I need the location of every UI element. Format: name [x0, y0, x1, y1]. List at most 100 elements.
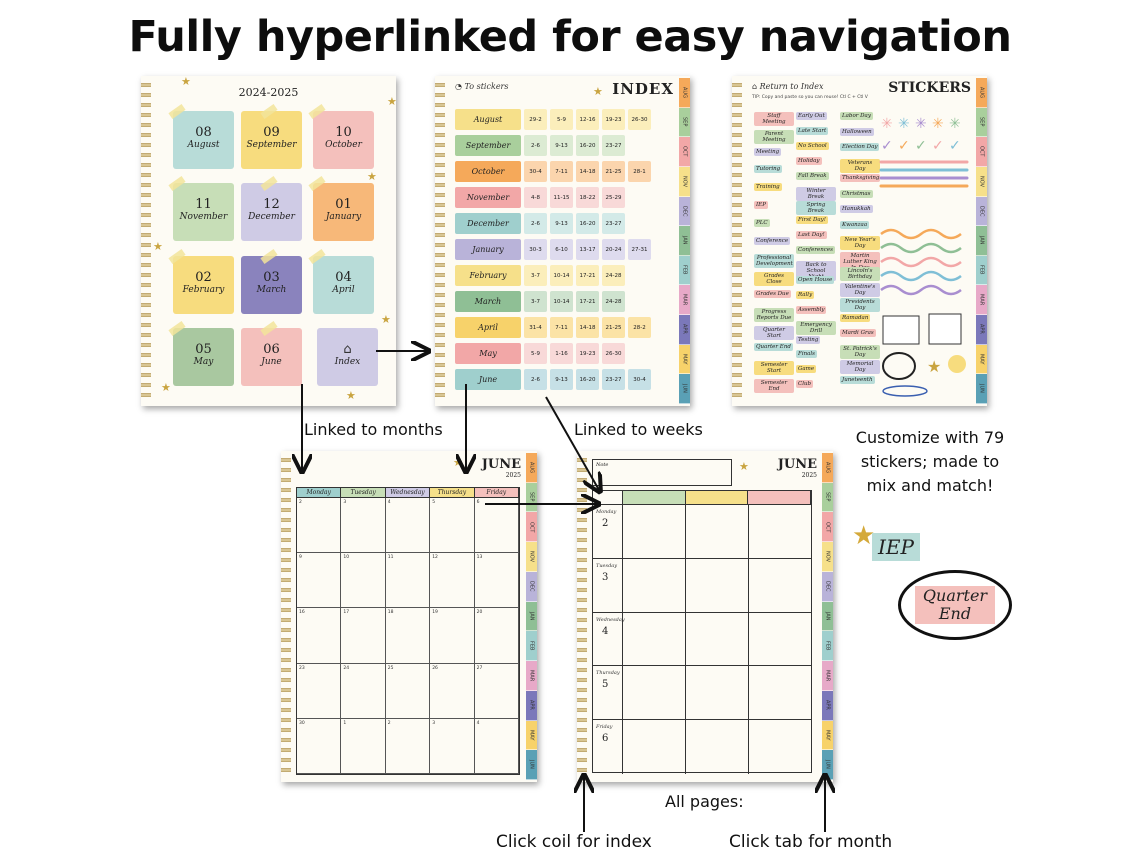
tab-mar[interactable]: MAR: [822, 661, 833, 691]
sticker[interactable]: Emergency Drill: [796, 320, 836, 335]
sticker[interactable]: Game: [796, 365, 817, 374]
tab-aug[interactable]: AUG: [679, 78, 690, 108]
month-link-may[interactable]: May: [455, 343, 521, 364]
return-to-index-link[interactable]: ⌂ Return to Index: [752, 82, 824, 91]
to-stickers-link[interactable]: ◔ To stickers: [455, 82, 509, 91]
tab-apr[interactable]: APR: [526, 690, 537, 721]
week-link[interactable]: 5-9: [524, 343, 547, 364]
sticker[interactable]: Mardi Gras: [840, 329, 876, 337]
week-link[interactable]: 14-18: [576, 317, 599, 338]
calendar-cell[interactable]: 17: [341, 608, 386, 664]
month-link-february[interactable]: February: [455, 265, 521, 286]
week-link[interactable]: 10-14: [550, 291, 573, 312]
calendar-cell[interactable]: 30: [297, 718, 342, 774]
sticker[interactable]: Semester Start: [754, 361, 794, 376]
sticker[interactable]: Open House: [796, 275, 835, 284]
week-link[interactable]: 10-14: [550, 265, 573, 286]
month-link-december[interactable]: December: [455, 213, 521, 234]
calendar-cell[interactable]: 2: [385, 718, 431, 774]
tab-oct[interactable]: OCT: [822, 512, 833, 543]
calendar-cell[interactable]: 16: [297, 608, 342, 664]
week-link[interactable]: 30-3: [524, 239, 547, 260]
sticker[interactable]: Hanukkah: [840, 205, 873, 213]
calendar-cell[interactable]: 6: [474, 498, 519, 554]
sticker[interactable]: Tutoring: [754, 165, 783, 174]
week-link[interactable]: 11-15: [550, 187, 573, 208]
sticker[interactable]: Progress Reports Due: [754, 307, 794, 322]
week-link[interactable]: 26-30: [628, 109, 651, 130]
tab-sep[interactable]: SEP: [976, 107, 987, 138]
week-link[interactable]: 27-31: [628, 239, 651, 260]
tab-apr[interactable]: APR: [976, 315, 987, 345]
sticker[interactable]: Meeting: [754, 147, 782, 156]
week-link[interactable]: 19-23: [576, 343, 599, 364]
sticker[interactable]: Election Day: [840, 143, 880, 151]
stickers-page[interactable]: ⌂ Return to Index TIP: Copy and paste so…: [732, 76, 987, 406]
week-link[interactable]: 12-16: [576, 109, 599, 130]
tab-oct[interactable]: OCT: [526, 512, 537, 543]
tab-nov[interactable]: NOV: [822, 542, 833, 572]
tab-may[interactable]: MAY: [822, 720, 833, 751]
sticker[interactable]: Presidents Day: [840, 298, 880, 312]
week-link[interactable]: 2-6: [524, 213, 547, 234]
sticker[interactable]: Professional Development: [754, 254, 794, 269]
week-link[interactable]: 28-2: [628, 317, 651, 338]
tab-apr[interactable]: APR: [822, 690, 833, 721]
calendar-cell[interactable]: 2: [297, 498, 342, 554]
plan-cell[interactable]: [623, 666, 686, 720]
sticker[interactable]: Training: [754, 183, 782, 192]
week-link[interactable]: 13-17: [576, 239, 599, 260]
sticker[interactable]: New Year's Day: [840, 236, 880, 250]
week-link[interactable]: 23-27: [602, 135, 625, 156]
week-link[interactable]: 16-20: [576, 135, 599, 156]
tab-aug[interactable]: AUG: [526, 453, 537, 483]
calendar-cell[interactable]: 1: [341, 718, 386, 774]
calendar-cell[interactable]: 10: [341, 553, 386, 609]
tab-oct[interactable]: OCT: [679, 137, 690, 167]
sticker[interactable]: Late Start: [796, 126, 829, 135]
tab-feb[interactable]: FEB: [679, 255, 690, 286]
week-link[interactable]: 2-6: [524, 135, 547, 156]
tab-dec[interactable]: DEC: [526, 571, 537, 602]
calendar-cell[interactable]: 5: [430, 498, 475, 554]
sticker[interactable]: Last Day!: [796, 231, 827, 240]
month-link-october[interactable]: October: [455, 161, 521, 182]
calendar-cell[interactable]: 9: [297, 553, 342, 609]
plan-cell[interactable]: [623, 720, 686, 774]
week-link[interactable]: 24-28: [602, 265, 625, 286]
sticker[interactable]: Conferences: [796, 246, 835, 255]
week-link[interactable]: 17-21: [576, 291, 599, 312]
plan-cell[interactable]: [686, 558, 749, 612]
tab-dec[interactable]: DEC: [679, 196, 690, 227]
sticker[interactable]: Thanksgiving: [840, 174, 880, 182]
sticker[interactable]: Kwanzaa: [840, 220, 870, 229]
plan-cell[interactable]: [686, 612, 749, 666]
sticker[interactable]: Ramadan: [840, 313, 871, 322]
week-link[interactable]: 28-1: [628, 161, 651, 182]
sticker[interactable]: Grades Close: [754, 272, 794, 287]
week-link[interactable]: 20-24: [602, 239, 625, 260]
sticker[interactable]: Holiday: [796, 156, 822, 165]
calendar-cell[interactable]: 18: [385, 608, 431, 664]
tab-may[interactable]: MAY: [526, 720, 537, 751]
calendar-cell[interactable]: 26: [430, 663, 475, 719]
week-link[interactable]: 4-8: [524, 187, 547, 208]
calendar-cell[interactable]: 13: [474, 553, 519, 609]
tab-sep[interactable]: SEP: [822, 482, 833, 513]
week-link[interactable]: 25-29: [602, 187, 625, 208]
tab-jan[interactable]: JAN: [679, 226, 690, 256]
month-link-november[interactable]: November: [455, 187, 521, 208]
sticker[interactable]: Spring Break: [796, 201, 836, 216]
calendar-cell[interactable]: 4: [474, 718, 519, 774]
